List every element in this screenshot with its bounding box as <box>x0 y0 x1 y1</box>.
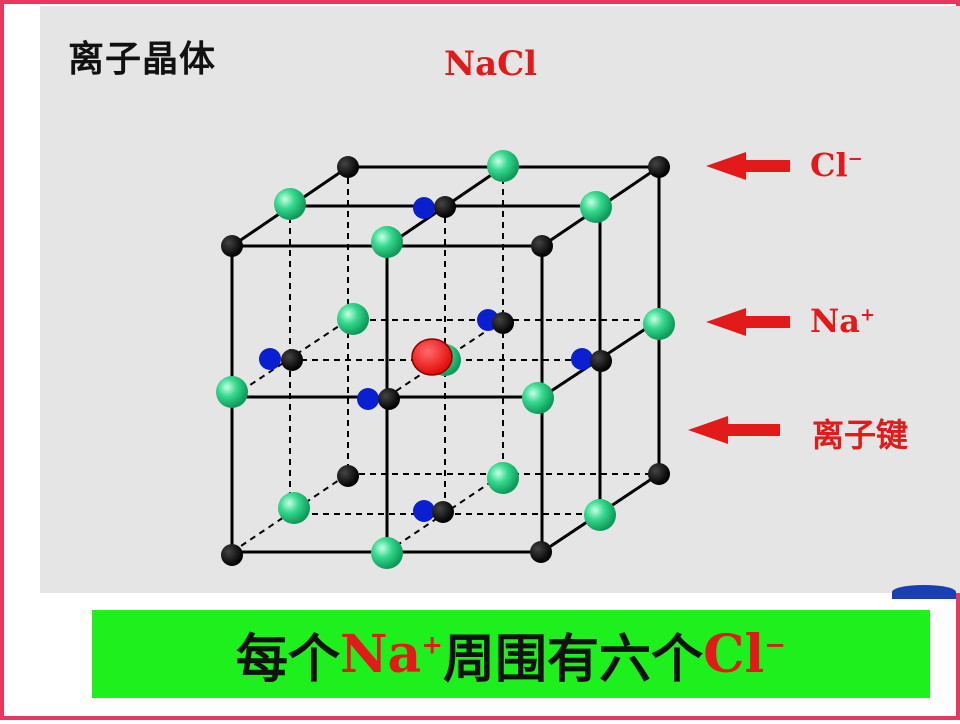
black-sphere-icon <box>648 463 670 485</box>
legend-cl-base: Cl <box>810 146 848 184</box>
black-sphere-icon <box>337 465 359 487</box>
legend-cl-label: Cl− <box>810 146 863 184</box>
black-sphere-icon <box>530 541 552 563</box>
green-sphere-icon <box>643 308 675 340</box>
na-ions <box>216 150 675 569</box>
black-sphere-icon <box>492 312 514 334</box>
green-sphere-icon <box>274 188 306 220</box>
caption-cl: Cl− <box>703 624 786 685</box>
corner-decoration <box>892 585 956 599</box>
caption-cl-sup: − <box>764 630 786 661</box>
formula-label: NaCl <box>444 44 538 84</box>
red-sphere-icon <box>411 338 453 376</box>
black-sphere-icon <box>590 350 612 372</box>
caption-na: Na+ <box>340 624 443 685</box>
diagram-panel <box>40 6 960 593</box>
black-sphere-icon <box>337 156 359 178</box>
green-sphere-icon <box>584 499 616 531</box>
green-sphere-icon <box>371 226 403 258</box>
left-arrow-icon <box>706 308 790 336</box>
green-sphere-icon <box>487 150 519 182</box>
blue-sphere-icon <box>413 197 435 219</box>
black-sphere-icon <box>378 388 400 410</box>
black-sphere-icon <box>434 196 456 218</box>
caption-na-sup: + <box>421 630 444 661</box>
legend-bond-label: 离子键 <box>812 416 909 454</box>
green-sphere-icon <box>371 537 403 569</box>
black-sphere-icon <box>281 349 303 371</box>
legend-na-base: Na <box>810 302 860 340</box>
legend-cl-sup: − <box>847 148 863 170</box>
black-sphere-icon <box>432 501 454 523</box>
left-arrow-icon <box>688 416 780 444</box>
legend-na-sup: + <box>859 304 876 326</box>
black-sphere-icon <box>221 235 243 257</box>
green-sphere-icon <box>278 492 310 524</box>
slide-title: 离子晶体 <box>68 39 217 80</box>
blue-sphere-icon <box>259 348 281 370</box>
cl-ions <box>221 156 670 566</box>
nacl-lattice-diagram <box>216 150 790 569</box>
green-sphere-icon <box>580 191 612 223</box>
caption-prefix: 每个 <box>236 629 341 690</box>
caption-middle: 周围有六个 <box>443 629 704 690</box>
black-sphere-icon <box>531 235 553 257</box>
blue-sphere-icon <box>571 348 593 370</box>
green-sphere-icon <box>487 462 519 494</box>
caption-cl-base: Cl <box>703 623 765 685</box>
black-sphere-icon <box>648 156 670 178</box>
caption-na-base: Na <box>340 623 422 685</box>
legend-arrows <box>688 152 790 444</box>
blue-sphere-icon <box>357 388 379 410</box>
black-sphere-icon <box>221 544 243 566</box>
green-sphere-icon <box>337 303 369 335</box>
green-sphere-icon <box>522 382 554 414</box>
left-arrow-icon <box>706 152 790 180</box>
legend-na-label: Na+ <box>810 302 875 340</box>
green-sphere-icon <box>216 376 248 408</box>
blue-sphere-icon <box>413 500 435 522</box>
